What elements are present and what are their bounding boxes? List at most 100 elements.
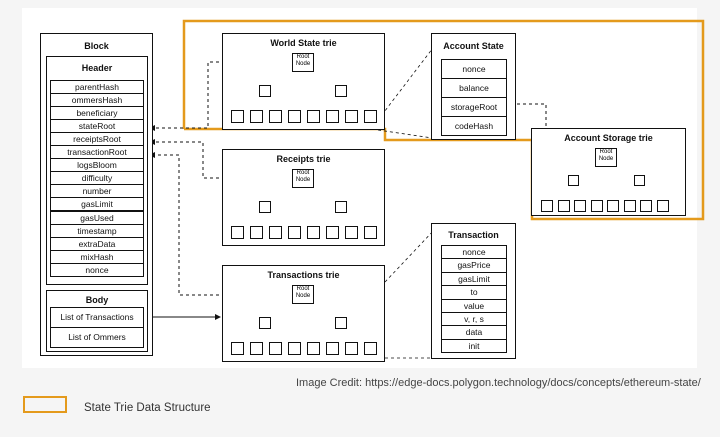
- header-field: gasLimit: [50, 197, 144, 212]
- trie-leaf-node: [250, 110, 263, 123]
- world-state-trie-title: World State trie: [270, 38, 337, 48]
- trie-leaf-node: [269, 342, 282, 355]
- transaction-field: gasPrice: [441, 258, 507, 273]
- transaction-field: init: [441, 338, 507, 354]
- trie-leaf-node: [345, 110, 358, 123]
- root-node-label: Node: [295, 61, 311, 67]
- transaction-field: v, r, s: [441, 312, 507, 327]
- transaction-zoom-line: [384, 227, 437, 283]
- trie-leaf-node: [307, 226, 320, 239]
- header-field: difficulty: [50, 171, 144, 186]
- transactions-trie-box: Transactions trie: [222, 265, 385, 362]
- trie-leaf-node: [307, 342, 320, 355]
- header-field: mixHash: [50, 249, 144, 264]
- transaction-field: data: [441, 325, 507, 340]
- root-node-label: Node: [295, 177, 311, 183]
- header-title: Header: [81, 63, 113, 73]
- trie-leaf-node: [269, 226, 282, 239]
- block-title: Block: [84, 41, 109, 51]
- header-field: beneficiary: [50, 106, 144, 121]
- state-trie-boundary: [182, 19, 705, 221]
- trie-leaf-node: [250, 342, 263, 355]
- legend-label: State Trie Data Structure: [84, 402, 211, 414]
- receipts-trie-box: Receipts trie: [222, 149, 385, 246]
- transactions-trie-title: Transactions trie: [267, 270, 340, 280]
- header-field: receiptsRoot: [50, 132, 144, 147]
- root-node-label: Node: [295, 293, 311, 299]
- trie-leaf-node: [364, 342, 377, 355]
- trie-branch-node: [335, 85, 347, 97]
- trie-leaf-node: [640, 200, 652, 212]
- account-zoom-line: [377, 39, 440, 121]
- trie-leaf-node: [607, 200, 619, 212]
- account-field: balance: [441, 78, 507, 98]
- transactions-list-arrow: [215, 314, 221, 320]
- trie-leaf-node: [288, 110, 301, 123]
- trie-leaf-node: [326, 226, 339, 239]
- trie-branch-node: [567, 175, 579, 186]
- trie-leaf-node: [250, 226, 263, 239]
- trie-leaf-node: [345, 226, 358, 239]
- transaction-title: Transaction: [448, 230, 499, 240]
- root-node-label: Root: [296, 54, 310, 60]
- header-field: ommersHash: [50, 93, 144, 108]
- header-field: timestamp: [50, 223, 144, 238]
- trie-leaf-node: [557, 200, 570, 212]
- root-node-label: Root: [599, 149, 613, 155]
- root-node-label: Root: [296, 286, 310, 292]
- trie-leaf-node: [231, 110, 244, 123]
- image-credit: Image Credit: https://edge-docs.polygon.…: [296, 377, 701, 389]
- trie-leaf-node: [307, 110, 320, 123]
- trie-leaf-node: [231, 226, 244, 239]
- header-field: number: [50, 184, 144, 199]
- trie-leaf-node: [288, 342, 301, 355]
- account-field: codeHash: [441, 116, 507, 136]
- trie-branch-node: [259, 201, 271, 213]
- body-field: List of Ommers: [50, 327, 144, 348]
- trie-leaf-node: [541, 200, 553, 212]
- receipts-trie-title: Receipts trie: [276, 154, 331, 164]
- trie-leaf-node: [345, 342, 358, 355]
- transaction-field: value: [441, 298, 507, 313]
- trie-branch-node: [335, 317, 347, 329]
- header-field: transactionRoot: [50, 145, 144, 160]
- trie-leaf-node: [656, 200, 669, 212]
- trie-branch-node: [259, 317, 271, 329]
- trie-branch-node: [335, 201, 347, 213]
- header-field: nonce: [50, 262, 144, 277]
- body-field: List of Transactions: [50, 307, 144, 328]
- trie-leaf-node: [364, 226, 377, 239]
- trie-leaf-node: [574, 200, 586, 212]
- trie-branch-node: [259, 85, 271, 97]
- header-field: extraData: [50, 236, 144, 251]
- legend-swatch: [23, 396, 67, 413]
- account-field: storageRoot: [441, 97, 507, 117]
- trie-leaf-node: [326, 110, 339, 123]
- header-field: logsBloom: [50, 158, 144, 173]
- transaction-field: to: [441, 285, 507, 300]
- trie-leaf-node: [326, 342, 339, 355]
- trie-leaf-node: [269, 110, 282, 123]
- trie-leaf-node: [590, 200, 603, 212]
- trie-leaf-node: [623, 200, 636, 212]
- trie-leaf-node: [288, 226, 301, 239]
- header-field: parentHash: [50, 80, 144, 94]
- state-root-ref: [149, 61, 291, 129]
- account-storage-trie-title: Account Storage trie: [564, 133, 653, 143]
- root-node-label: Root: [296, 170, 310, 176]
- account-state-title: Account State: [443, 41, 504, 51]
- root-node-label: Node: [598, 156, 614, 162]
- transaction-field: gasLimit: [441, 271, 507, 287]
- trie-leaf-node: [364, 110, 377, 123]
- world-state-trie-box: World State trie: [222, 33, 385, 130]
- header-field: stateRoot: [50, 119, 144, 134]
- account-field: nonce: [441, 59, 507, 79]
- body-title: Body: [85, 295, 109, 305]
- account-zoom-line: [377, 129, 440, 140]
- header-field: gasUsed: [50, 210, 144, 225]
- transaction-field: nonce: [441, 245, 507, 260]
